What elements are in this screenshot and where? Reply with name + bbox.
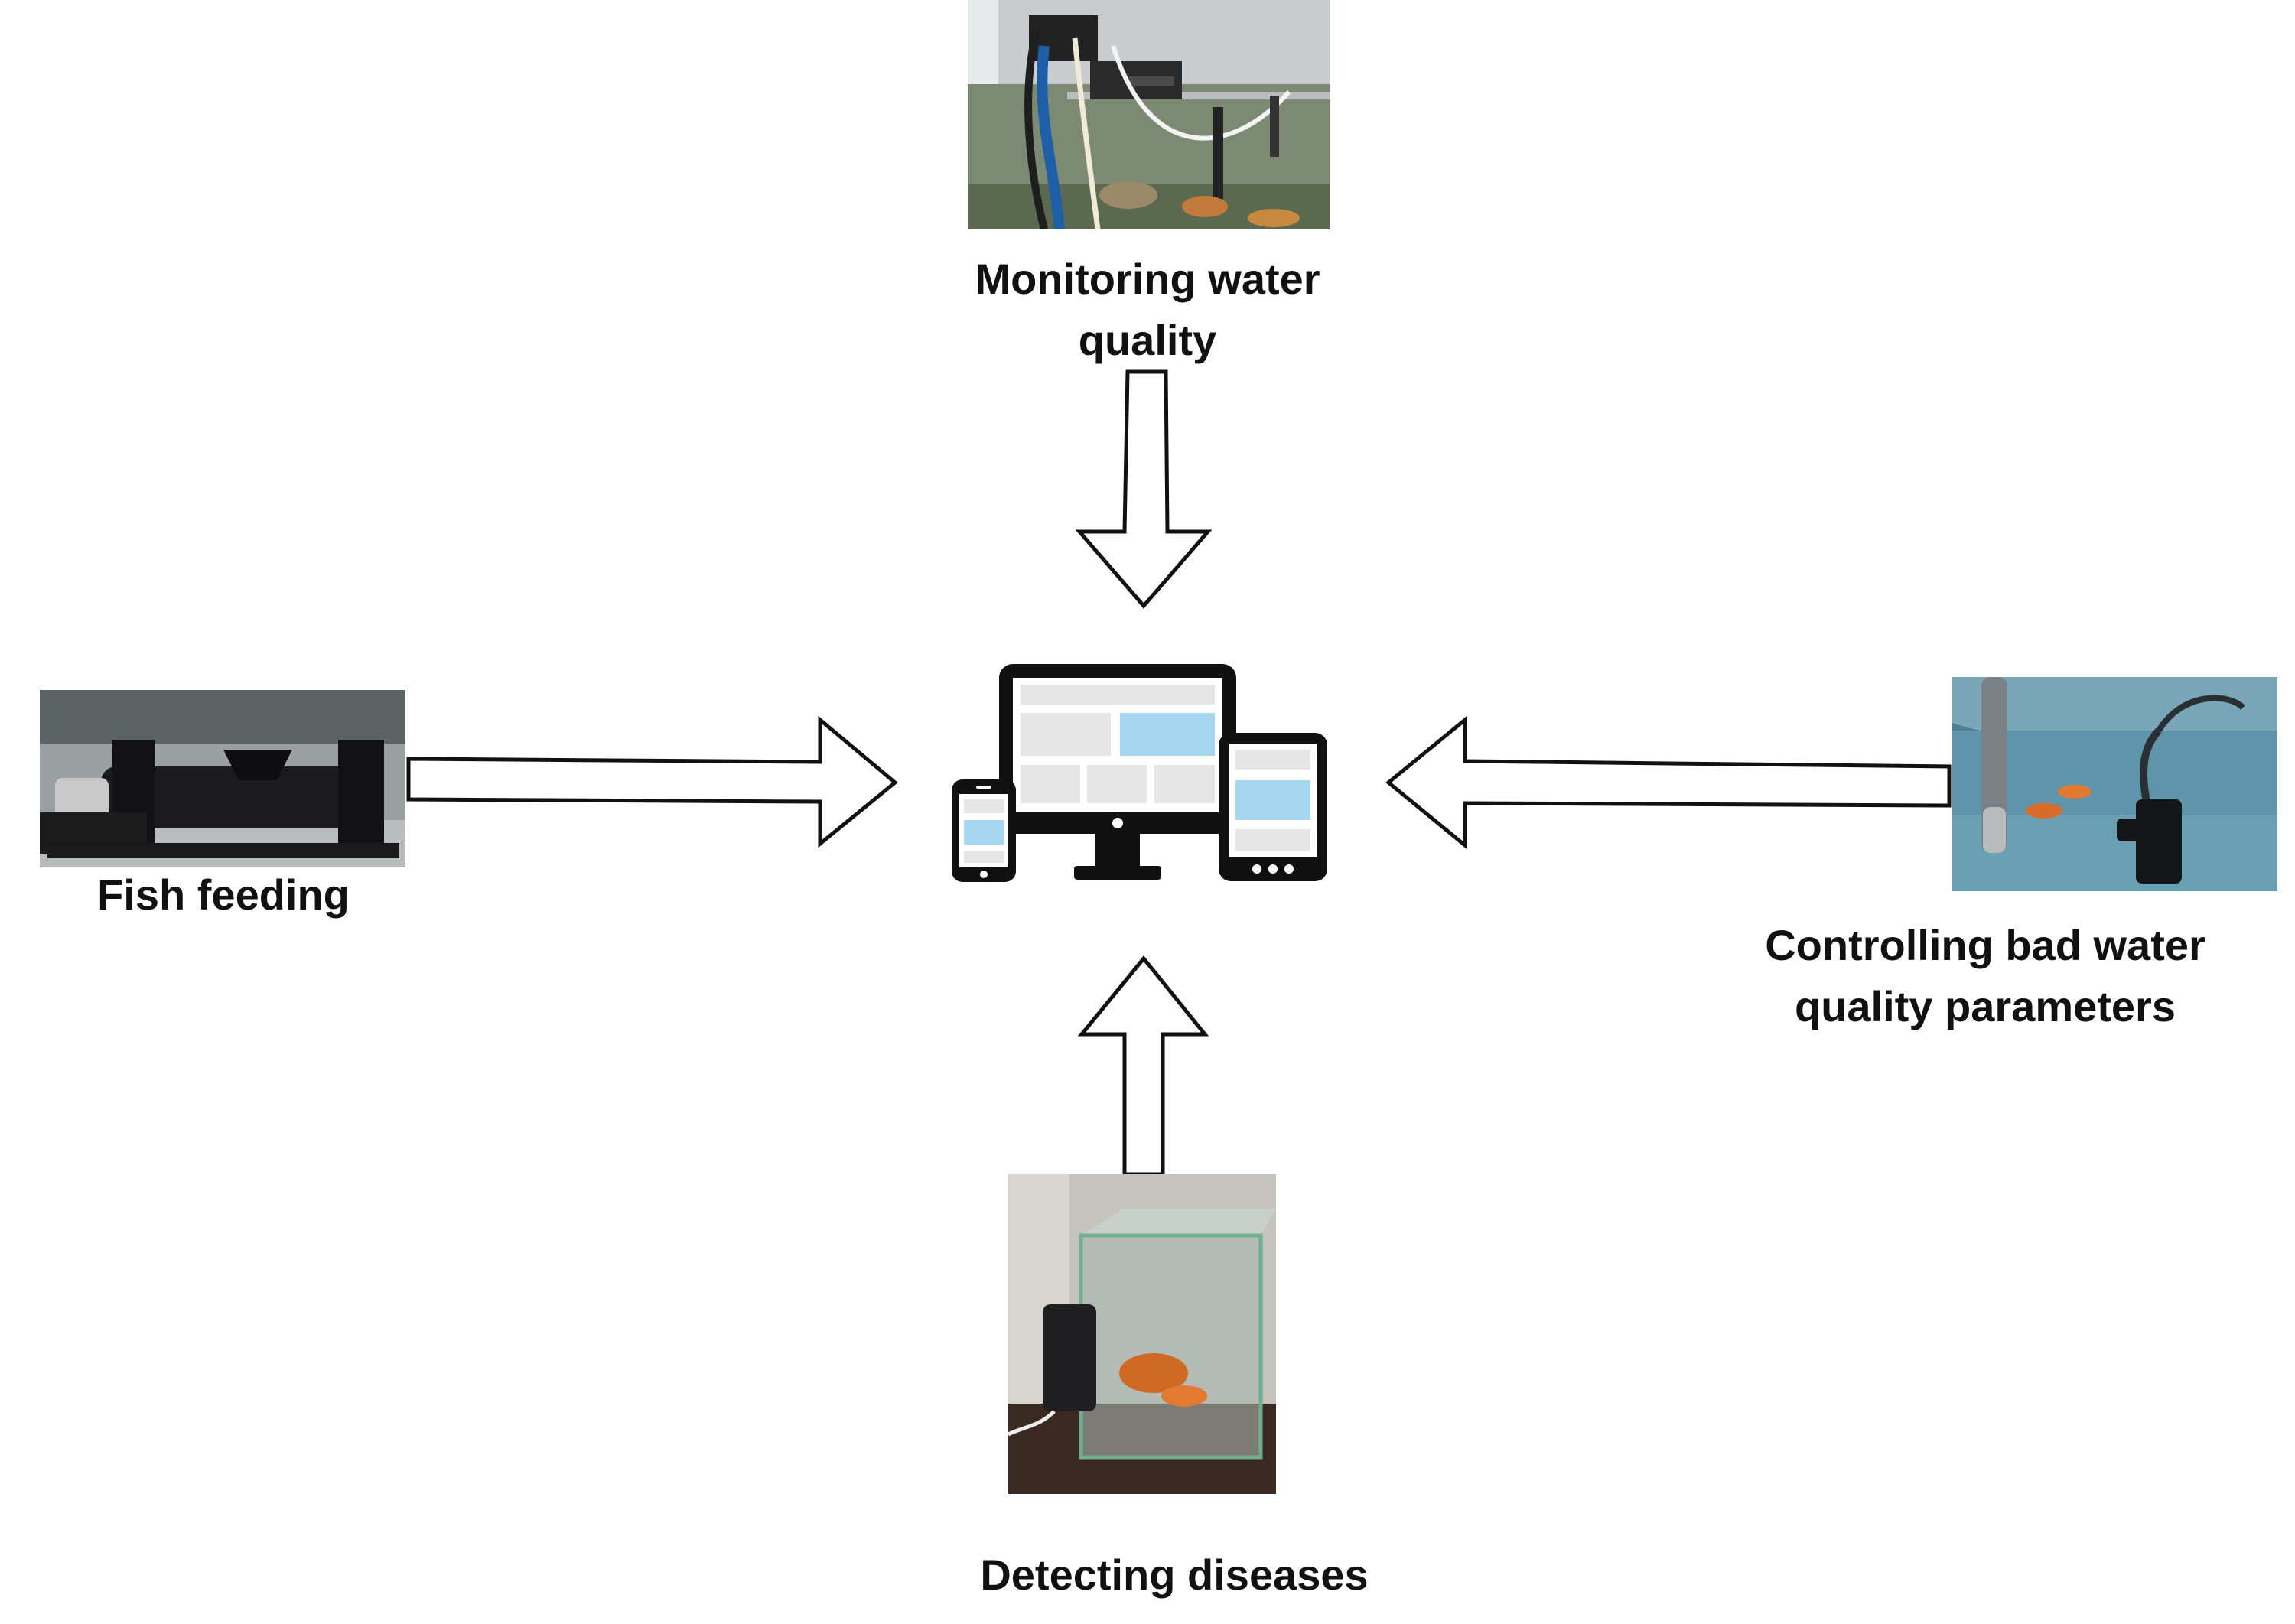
water-control-photo	[1952, 677, 2277, 891]
node-label-feeding: Fish feeding	[97, 871, 350, 919]
node-label-controlling-line1: Controlling bad water	[1765, 921, 2205, 969]
node-label-controlling: Controlling bad water quality parameters	[1679, 915, 2291, 1037]
disease-detection-photo	[1008, 1174, 1276, 1494]
node-label-monitoring: Monitoring water quality	[880, 249, 1415, 371]
responsive-devices-icon	[952, 664, 1327, 882]
monitor-icon	[999, 664, 1236, 880]
arrow-right-to-center	[1385, 715, 1952, 850]
phone-icon	[952, 779, 1016, 882]
arrow-top-to-center	[1075, 369, 1213, 609]
node-label-detecting: Detecting diseases	[980, 1551, 1369, 1599]
node-label-controlling-line2: quality parameters	[1795, 982, 2176, 1030]
arrow-bottom-to-center	[1077, 955, 1209, 1177]
arrow-left-to-center	[406, 715, 898, 848]
node-label-monitoring-line2: quality	[1078, 316, 1217, 364]
fish-feeder-photo	[40, 690, 405, 867]
tablet-icon	[1219, 733, 1327, 881]
water-quality-monitoring-photo	[968, 0, 1330, 229]
node-label-monitoring-line1: Monitoring water	[975, 255, 1320, 303]
